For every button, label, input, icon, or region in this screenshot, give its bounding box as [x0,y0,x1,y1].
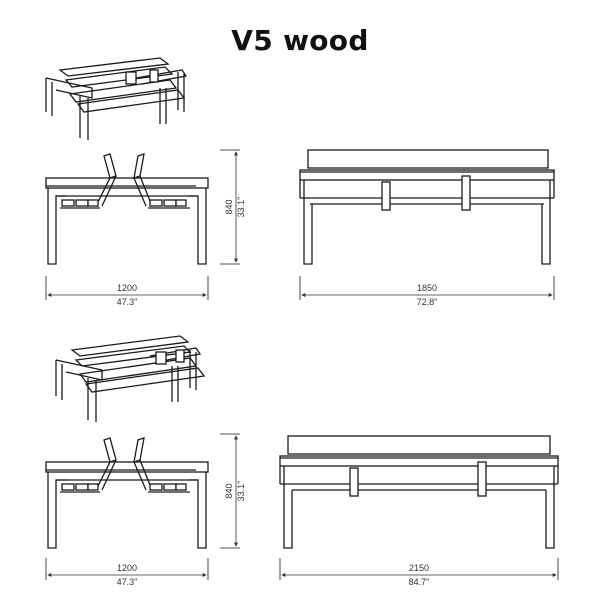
bench1-length-mm: 1850 [417,283,437,293]
bench1-height-in: 33.1" [236,197,246,218]
bench1-length-dimension: 1850 72.8" [299,276,555,307]
bench2-width-dimension: 1200 47.3" [45,558,209,587]
bench1-width-dimension: 1200 47.3" [45,276,209,307]
bench2-height-dimension: 840 33.1" [220,433,246,549]
bench1-height-dimension: 840 33.1" [220,149,246,265]
bench2-width-mm: 1200 [117,563,137,573]
bench2-length-mm: 2150 [409,563,429,573]
bench2-length-dimension: 2150 84.7" [279,558,559,587]
bench2-length-in: 84.7" [409,577,430,587]
bench2-side-view [45,437,209,549]
bench1-isometric-view [45,57,188,140]
bench1-width-in: 47.3" [117,297,138,307]
bench2-height-mm: 840 [224,483,234,498]
bench2-height-in: 33.1" [236,481,246,502]
bench1-width-mm: 1200 [117,283,137,293]
bench2-isometric-view [55,335,206,422]
bench2-width-in: 47.3" [117,577,138,587]
bench1-length-in: 72.8" [417,297,438,307]
bench1-front-view [299,149,555,265]
bench2-front-view [279,435,559,549]
page-title: V5 wood [231,24,369,57]
bench1-side-view [45,153,209,265]
bench1-height-mm: 840 [224,199,234,214]
